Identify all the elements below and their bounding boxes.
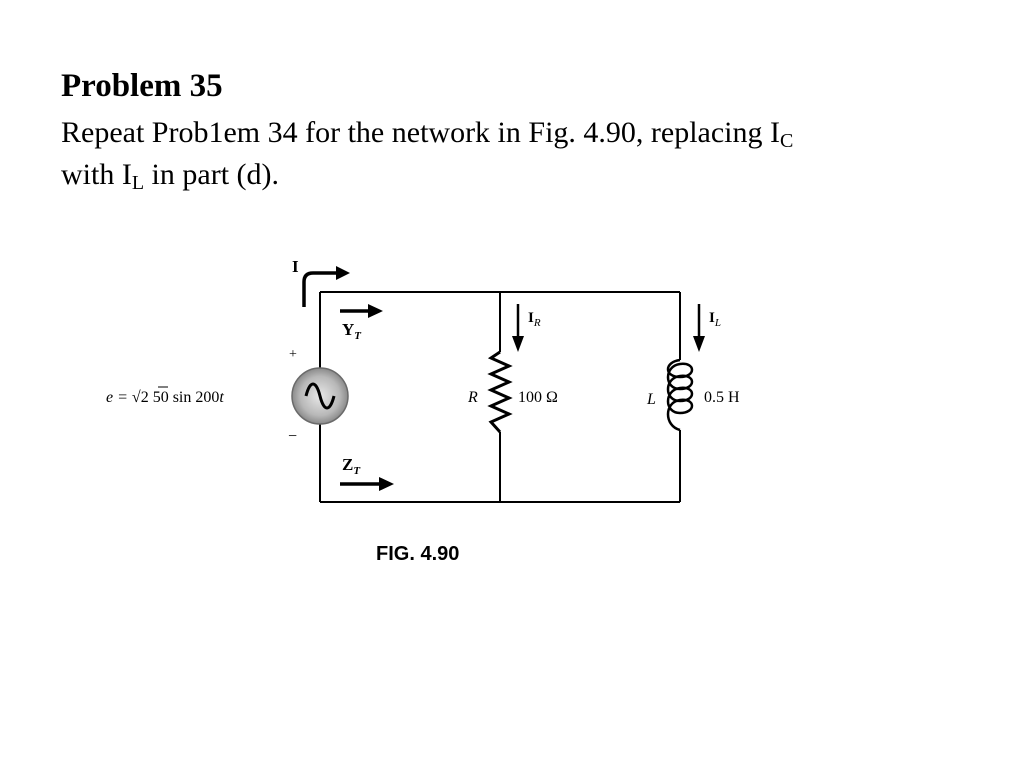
total-current-label: I [292, 257, 299, 276]
inductor: L 0.5 H IL [646, 304, 740, 432]
source-equation-radical: √ [132, 389, 141, 406]
source-minus: − [288, 428, 297, 445]
problem-line-2: with IL in part (d). [61, 154, 793, 196]
admittance-label: YT [340, 304, 383, 342]
resistor: R 100 Ω IR [467, 304, 558, 434]
resistor-current-label: IR [528, 310, 541, 329]
resistor-symbol: R [467, 389, 478, 406]
admittance-main: Y [342, 320, 354, 339]
circuit-wires [319, 291, 681, 503]
problem-title: Problem 35 [61, 68, 223, 104]
problem-line-2-suffix: in part (d). [144, 158, 280, 191]
source-plus: + [289, 347, 297, 362]
resistor-value: 100 Ω [518, 389, 558, 406]
inductor-current-arrowhead-icon [693, 336, 705, 352]
resistor-zigzag-icon [487, 350, 513, 434]
source-equation-var: t [219, 389, 224, 406]
inductor-value: 0.5 H [704, 389, 740, 406]
inductor-current-sub: L [714, 317, 721, 329]
impedance-text: ZT [342, 455, 361, 477]
subscript-c: C [780, 130, 794, 152]
sine-wave-icon [304, 382, 336, 410]
impedance-sub: T [353, 465, 361, 477]
resistor-current-sub: R [533, 317, 541, 329]
problem-line-2-text: with I [61, 158, 132, 191]
impedance-arrowhead-icon [379, 477, 394, 491]
admittance-arrowhead-icon [368, 304, 383, 318]
impedance-label: ZT [340, 455, 394, 491]
source-equation: e = √2 50 sin 200t [106, 389, 224, 406]
source-equation-e: e = [106, 389, 132, 406]
problem-line-1: Repeat Prob1em 34 for the network in Fig… [61, 112, 793, 154]
ac-source: + − e = √2 50 sin 200t [106, 347, 349, 445]
total-current-arrow-path [302, 271, 337, 307]
inductor-current-label: IL [709, 310, 721, 329]
admittance-text: YT [342, 320, 362, 342]
total-current: I [292, 257, 350, 307]
impedance-main: Z [342, 455, 353, 474]
inductor-symbol: L [646, 391, 656, 408]
problem-line-1-text: Repeat Prob1em 34 for the network in Fig… [61, 116, 781, 149]
problem-statement: Repeat Prob1em 34 for the network in Fig… [61, 112, 793, 196]
total-current-arrowhead-icon [336, 266, 350, 280]
resistor-current-arrowhead-icon [512, 336, 524, 352]
resistor-current-main: I [528, 310, 534, 326]
source-equation-body: 2 50 sin 200 [141, 389, 220, 406]
inductor-coil-icon [666, 358, 694, 432]
figure-caption: FIG. 4.90 [376, 543, 459, 565]
inductor-current-main: I [709, 310, 715, 326]
admittance-sub: T [354, 330, 362, 342]
subscript-l: L [131, 172, 145, 194]
